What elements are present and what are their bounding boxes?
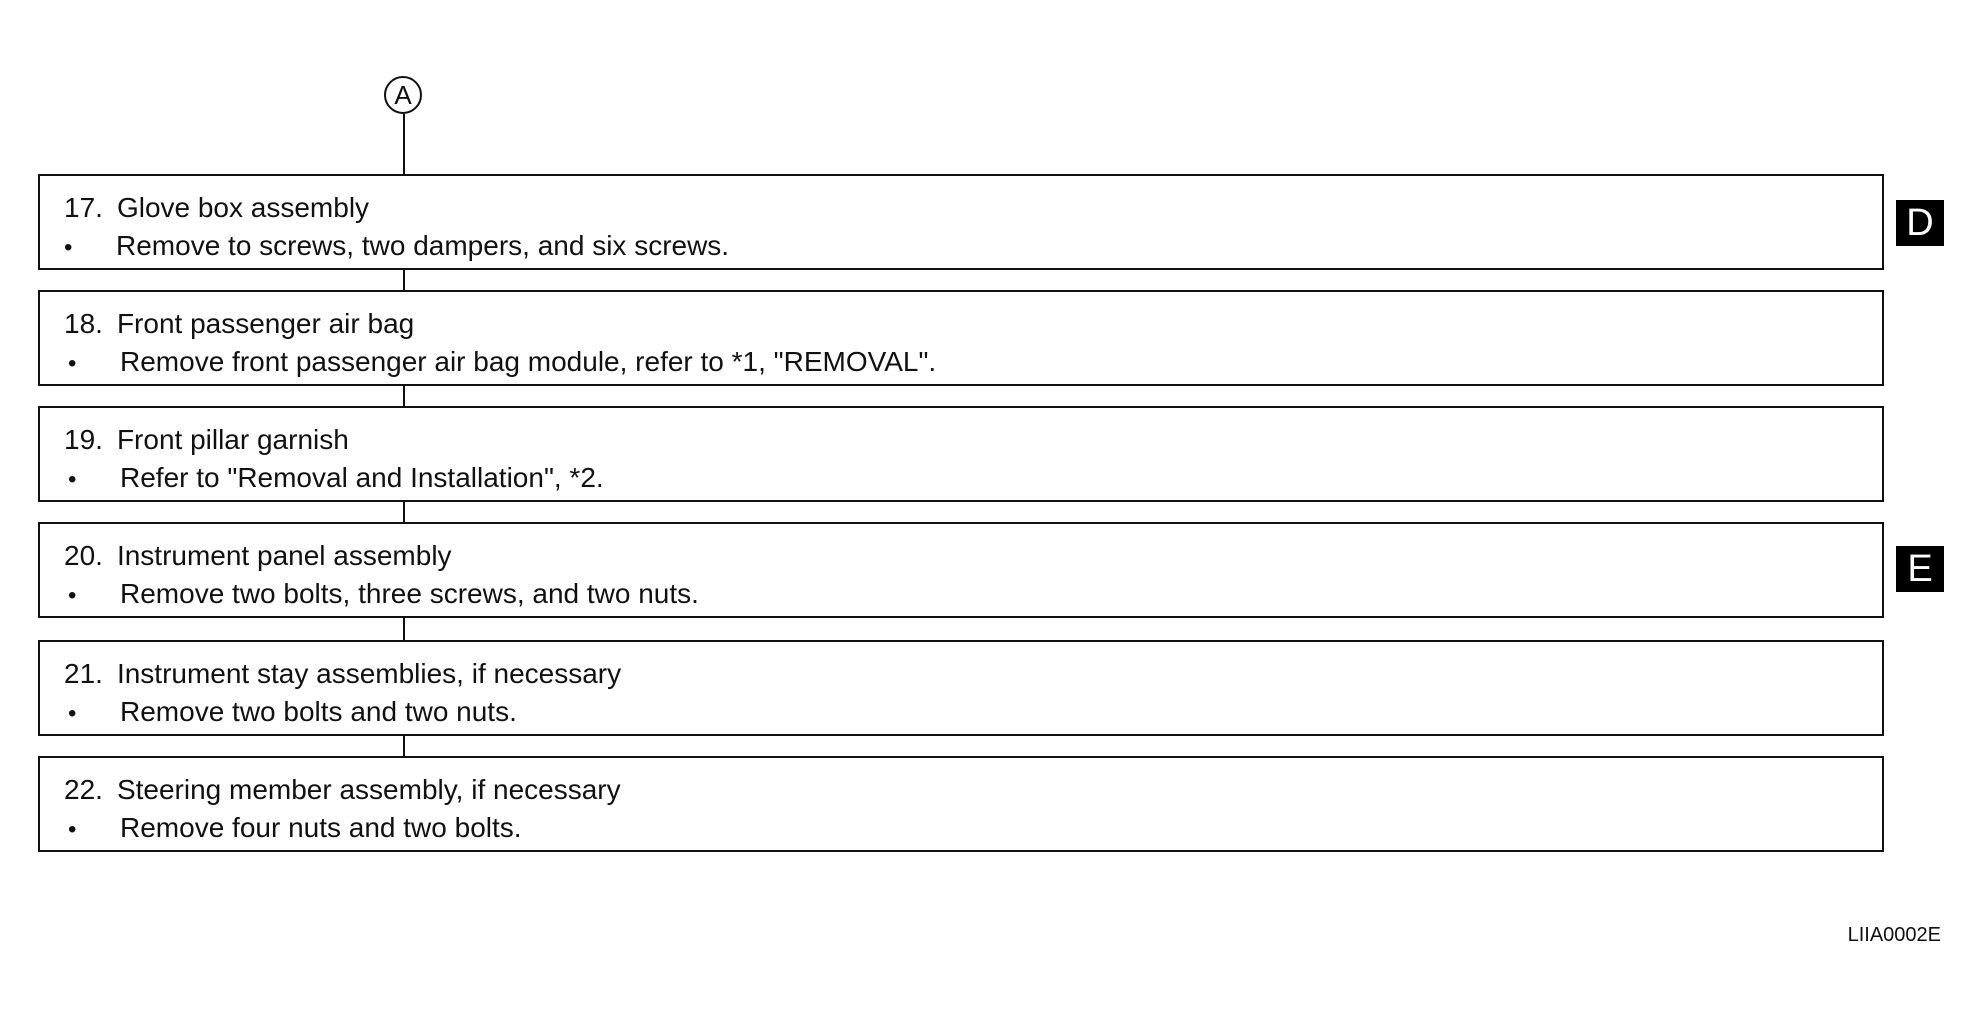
flow-line — [403, 502, 405, 524]
bullet-icon: • — [68, 466, 77, 493]
step-detail: • Remove two bolts, three screws, and two… — [68, 578, 699, 610]
step-title: 17. Glove box assembly — [64, 192, 369, 224]
step-title: 22. Steering member assembly, if necessar… — [64, 774, 621, 806]
step-number: 17. — [64, 192, 103, 223]
side-label-d: D — [1896, 200, 1944, 246]
connector-label: A — [394, 80, 412, 110]
step-title-text: Instrument stay assemblies, if necessary — [116, 658, 622, 689]
step-detail-text: Remove four nuts and two bolts. — [120, 812, 522, 843]
step-detail-text: Refer to "Removal and Installation", *2. — [120, 462, 604, 493]
step-title: 19. Front pillar garnish — [64, 424, 349, 456]
step-title: 21. Instrument stay assemblies, if necess… — [64, 658, 621, 690]
step-box: 21. Instrument stay assemblies, if necess… — [38, 640, 1884, 736]
step-detail-text: Remove two bolts and two nuts. — [120, 696, 517, 727]
step-title-text: Front passenger air bag — [116, 308, 415, 339]
step-box: 18. Front passenger air bag • Remove front… — [38, 290, 1884, 386]
bullet-icon: • — [68, 350, 77, 377]
step-title-text: Glove box assembly — [116, 192, 370, 223]
bullet-icon: • — [64, 234, 73, 261]
step-title: 20. Instrument panel assembly — [64, 540, 452, 572]
flow-line — [403, 736, 405, 758]
step-number: 22. — [64, 774, 103, 805]
step-detail: • Remove two bolts and two nuts. — [68, 696, 517, 728]
step-number: 20. — [64, 540, 103, 571]
step-detail: • Refer to "Removal and Installation", *2… — [68, 462, 604, 494]
step-detail-text: Remove front passenger air bag module, r… — [120, 346, 937, 377]
step-box: 19. Front pillar garnish • Refer to "Remov… — [38, 406, 1884, 502]
bullet-icon: • — [68, 582, 77, 609]
step-number: 18. — [64, 308, 103, 339]
step-box: 22. Steering member assembly, if necessar… — [38, 756, 1884, 852]
step-title-text: Front pillar garnish — [116, 424, 349, 455]
step-box: 20. Instrument panel assembly • Remove two… — [38, 522, 1884, 618]
step-detail-text: Remove to screws, two dampers, and six s… — [116, 230, 730, 261]
step-detail: • Remove four nuts and two bolts. — [68, 812, 522, 844]
figure-id: LIIA0002E — [1847, 924, 1941, 946]
step-detail: • Remove front passenger air bag module, … — [68, 346, 936, 378]
step-detail: • Remove to screws, two dampers, and six … — [64, 230, 729, 262]
flow-line — [403, 386, 405, 408]
step-title: 18. Front passenger air bag — [64, 308, 414, 340]
step-box: 17. Glove box assembly • Remove to screws,… — [38, 174, 1884, 270]
step-number: 19. — [64, 424, 103, 455]
flow-line — [403, 270, 405, 292]
bullet-icon: • — [68, 816, 77, 843]
step-title-text: Steering member assembly, if necessary — [116, 774, 621, 805]
flow-line — [403, 114, 405, 176]
flow-line — [403, 618, 405, 642]
side-label-e: E — [1896, 546, 1944, 592]
step-title-text: Instrument panel assembly — [116, 540, 452, 571]
connector-a: A — [384, 76, 422, 114]
bullet-icon: • — [68, 700, 77, 727]
step-detail-text: Remove two bolts, three screws, and two … — [120, 578, 699, 609]
step-number: 21. — [64, 658, 103, 689]
